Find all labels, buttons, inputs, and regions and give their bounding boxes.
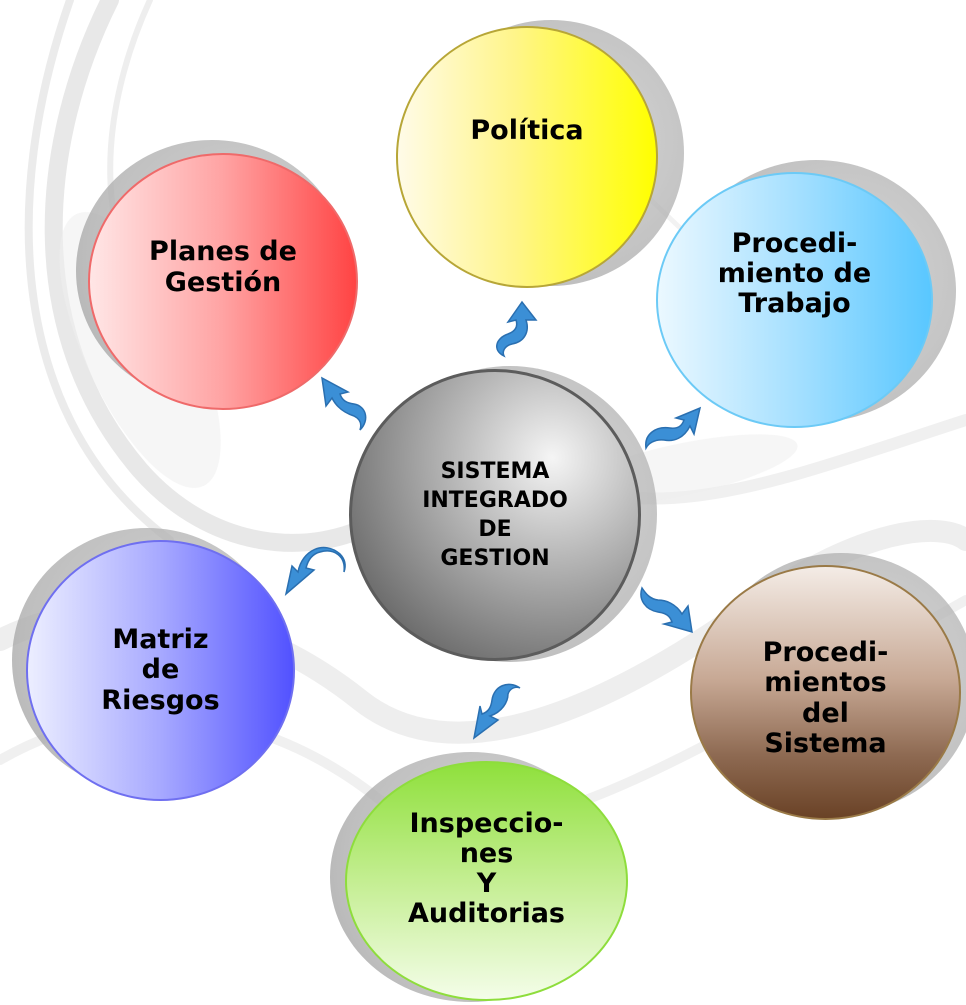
inspecciones-label: Inspeccio- nes Y Auditorias	[407, 807, 566, 930]
proc-trabajo-label: Procedi- miento de Trabajo	[717, 227, 872, 320]
arrow-to-inspecciones-icon	[472, 683, 521, 740]
inspecciones-node: Inspeccio- nes Y Auditorias	[345, 761, 628, 1001]
arrow-to-proc-trabajo-icon	[645, 406, 702, 451]
arrow-to-politica-icon	[496, 300, 538, 358]
matriz-label: Matriz de Riesgos	[101, 624, 220, 716]
arrow-to-proc-sistema-icon	[640, 586, 693, 634]
center-label: SISTEMA INTEGRADO DE GESTION	[422, 458, 568, 572]
arrow-to-planes-icon	[321, 376, 367, 431]
politica-label: Política	[470, 114, 584, 146]
proc-sistema-label: Procedi- mientos del Sistema	[762, 637, 889, 759]
center-node: SISTEMA INTEGRADO DE GESTION	[349, 369, 641, 661]
matriz-node: Matriz de Riesgos	[26, 540, 295, 801]
politica-node: Política	[396, 26, 658, 288]
arrow-to-matriz-icon	[284, 546, 346, 597]
proc-sistema-node: Procedi- mientos del Sistema	[690, 565, 961, 820]
proc-trabajo-node: Procedi- miento de Trabajo	[656, 172, 933, 428]
planes-label: Planes de Gestión	[149, 236, 297, 298]
planes-node: Planes de Gestión	[88, 153, 358, 410]
